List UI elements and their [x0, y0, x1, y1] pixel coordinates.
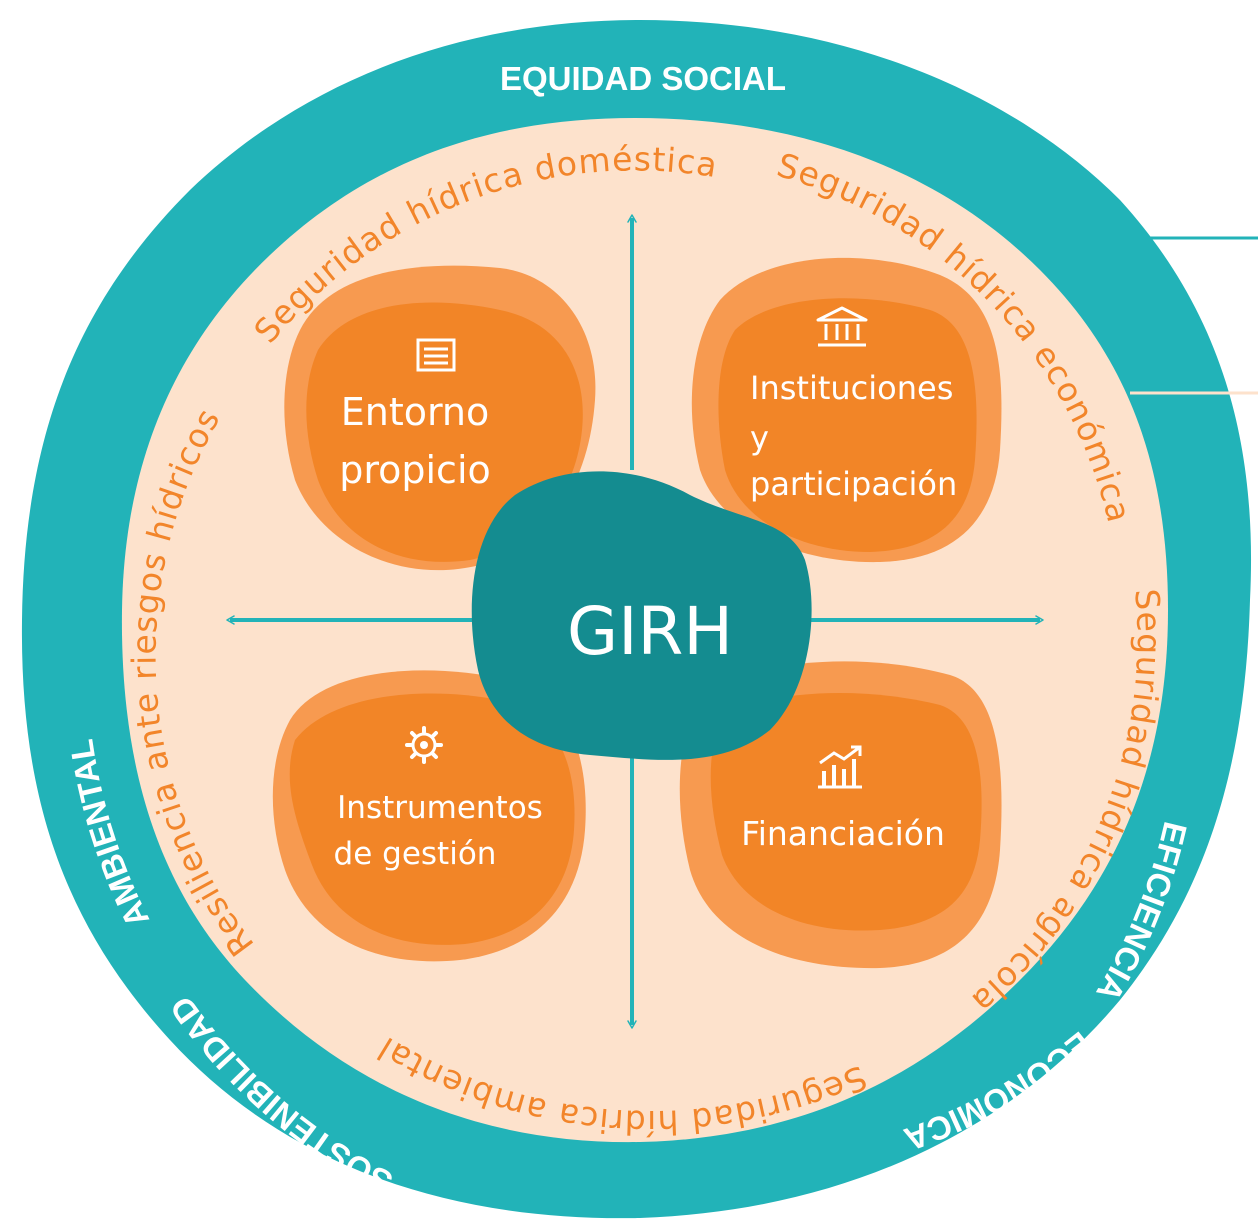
pillar-instrumentos-line-1: Instrumentos [337, 790, 543, 826]
pillar-instrumentos: Instrumentos de gestión [272, 670, 586, 962]
growth-chart-icon [818, 745, 862, 789]
petal-financiacion [710, 693, 982, 931]
pillar-instituciones: Instituciones y participación [691, 257, 1002, 563]
girh-core-shape [471, 471, 812, 760]
pillar-instituciones-line-3: participación [750, 465, 957, 503]
document-lines-icon [416, 338, 456, 372]
girh-label: GIRH [567, 593, 733, 670]
pillar-entorno-line-1: Entorno [341, 390, 490, 434]
girh-core: GIRH [471, 471, 812, 760]
petal-instrumentos [289, 693, 575, 945]
pillar-instrumentos-line-2: de gestión [334, 836, 497, 872]
gear-cogs-icon [405, 726, 443, 764]
pillar-financiacion: Financiación [679, 661, 1002, 969]
pillar-instituciones-line-1: Instituciones [750, 369, 953, 407]
institution-building-icon [816, 306, 868, 347]
pillar-financiacion-line-1: Financiación [741, 814, 945, 853]
ring-label-equidad-social: EQUIDAD SOCIAL [500, 60, 786, 97]
petal-instituciones [718, 298, 977, 552]
pillar-instituciones-line-2: y [750, 419, 769, 457]
pillar-entorno-line-2: propicio [339, 448, 491, 492]
